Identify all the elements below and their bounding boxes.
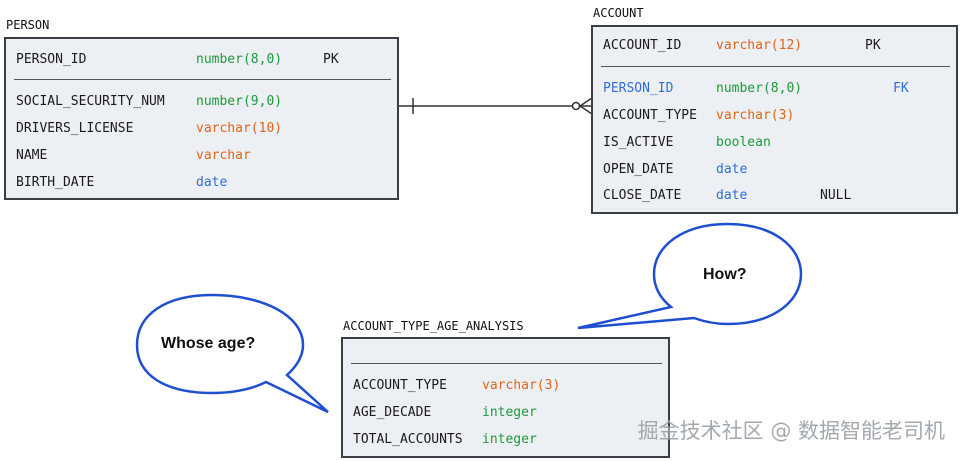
null-label: NULL bbox=[820, 188, 852, 203]
column-name: ACCOUNT_ID bbox=[603, 38, 682, 53]
column-type: varchar(10) bbox=[196, 121, 283, 136]
key-label: PK bbox=[865, 38, 881, 53]
column-type: varchar bbox=[196, 148, 251, 163]
column-name: CLOSE_DATE bbox=[603, 188, 682, 203]
zero-marker bbox=[571, 101, 581, 111]
column-name: TOTAL_ACCOUNTS bbox=[353, 432, 463, 447]
crow-foot-upper bbox=[579, 97, 593, 107]
column-type: varchar(12) bbox=[716, 38, 803, 53]
column-name: ACCOUNT_TYPE bbox=[353, 378, 447, 393]
column-type: number(9,0) bbox=[196, 94, 283, 109]
column-name: PERSON_ID bbox=[16, 52, 87, 67]
account-table[interactable]: ACCOUNT_ID varchar(12) PK PERSON_ID numb… bbox=[591, 25, 958, 214]
column-type: number(8,0) bbox=[196, 52, 283, 67]
column-type: date bbox=[716, 188, 748, 203]
column-name: PERSON_ID bbox=[603, 81, 674, 96]
whose-age-text: Whose age? bbox=[161, 335, 256, 352]
person-table-title: PERSON bbox=[6, 18, 50, 32]
how-text: How? bbox=[703, 266, 747, 283]
account-table-title: ACCOUNT bbox=[593, 6, 644, 20]
column-type: integer bbox=[482, 405, 537, 420]
watermark: 掘金技术社区 @ 数据智能老司机 bbox=[637, 419, 945, 443]
crow-foot-lower bbox=[579, 105, 593, 115]
speech-bubble-how bbox=[577, 222, 803, 330]
person-table[interactable]: PERSON_ID number(8,0) PK SOCIAL_SECURITY… bbox=[4, 37, 399, 200]
column-name: SOCIAL_SECURITY_NUM bbox=[16, 94, 165, 109]
analysis-table[interactable]: ACCOUNT_TYPE varchar(3) AGE_DECADE integ… bbox=[341, 337, 670, 458]
column-name: NAME bbox=[16, 148, 48, 163]
column-type: number(8,0) bbox=[716, 81, 803, 96]
column-name: AGE_DECADE bbox=[353, 405, 432, 420]
column-name: DRIVERS_LICENSE bbox=[16, 121, 134, 136]
table-divider bbox=[351, 363, 662, 364]
column-name: ACCOUNT_TYPE bbox=[603, 108, 697, 123]
column-name: IS_ACTIVE bbox=[603, 135, 674, 150]
analysis-table-title: ACCOUNT_TYPE_AGE_ANALYSIS bbox=[343, 319, 524, 333]
table-divider bbox=[14, 79, 391, 80]
column-type: varchar(3) bbox=[482, 378, 561, 393]
key-label: FK bbox=[893, 81, 909, 96]
table-divider bbox=[601, 66, 950, 67]
column-type: integer bbox=[482, 432, 537, 447]
column-type: varchar(3) bbox=[716, 108, 795, 123]
relationship-line bbox=[398, 97, 593, 115]
key-label: PK bbox=[323, 52, 339, 67]
column-type: boolean bbox=[716, 135, 771, 150]
column-type: date bbox=[716, 162, 748, 177]
speech-bubble-whose-age bbox=[135, 293, 329, 414]
column-name: OPEN_DATE bbox=[603, 162, 674, 177]
column-name: BIRTH_DATE bbox=[16, 175, 95, 190]
column-type: date bbox=[196, 175, 228, 190]
